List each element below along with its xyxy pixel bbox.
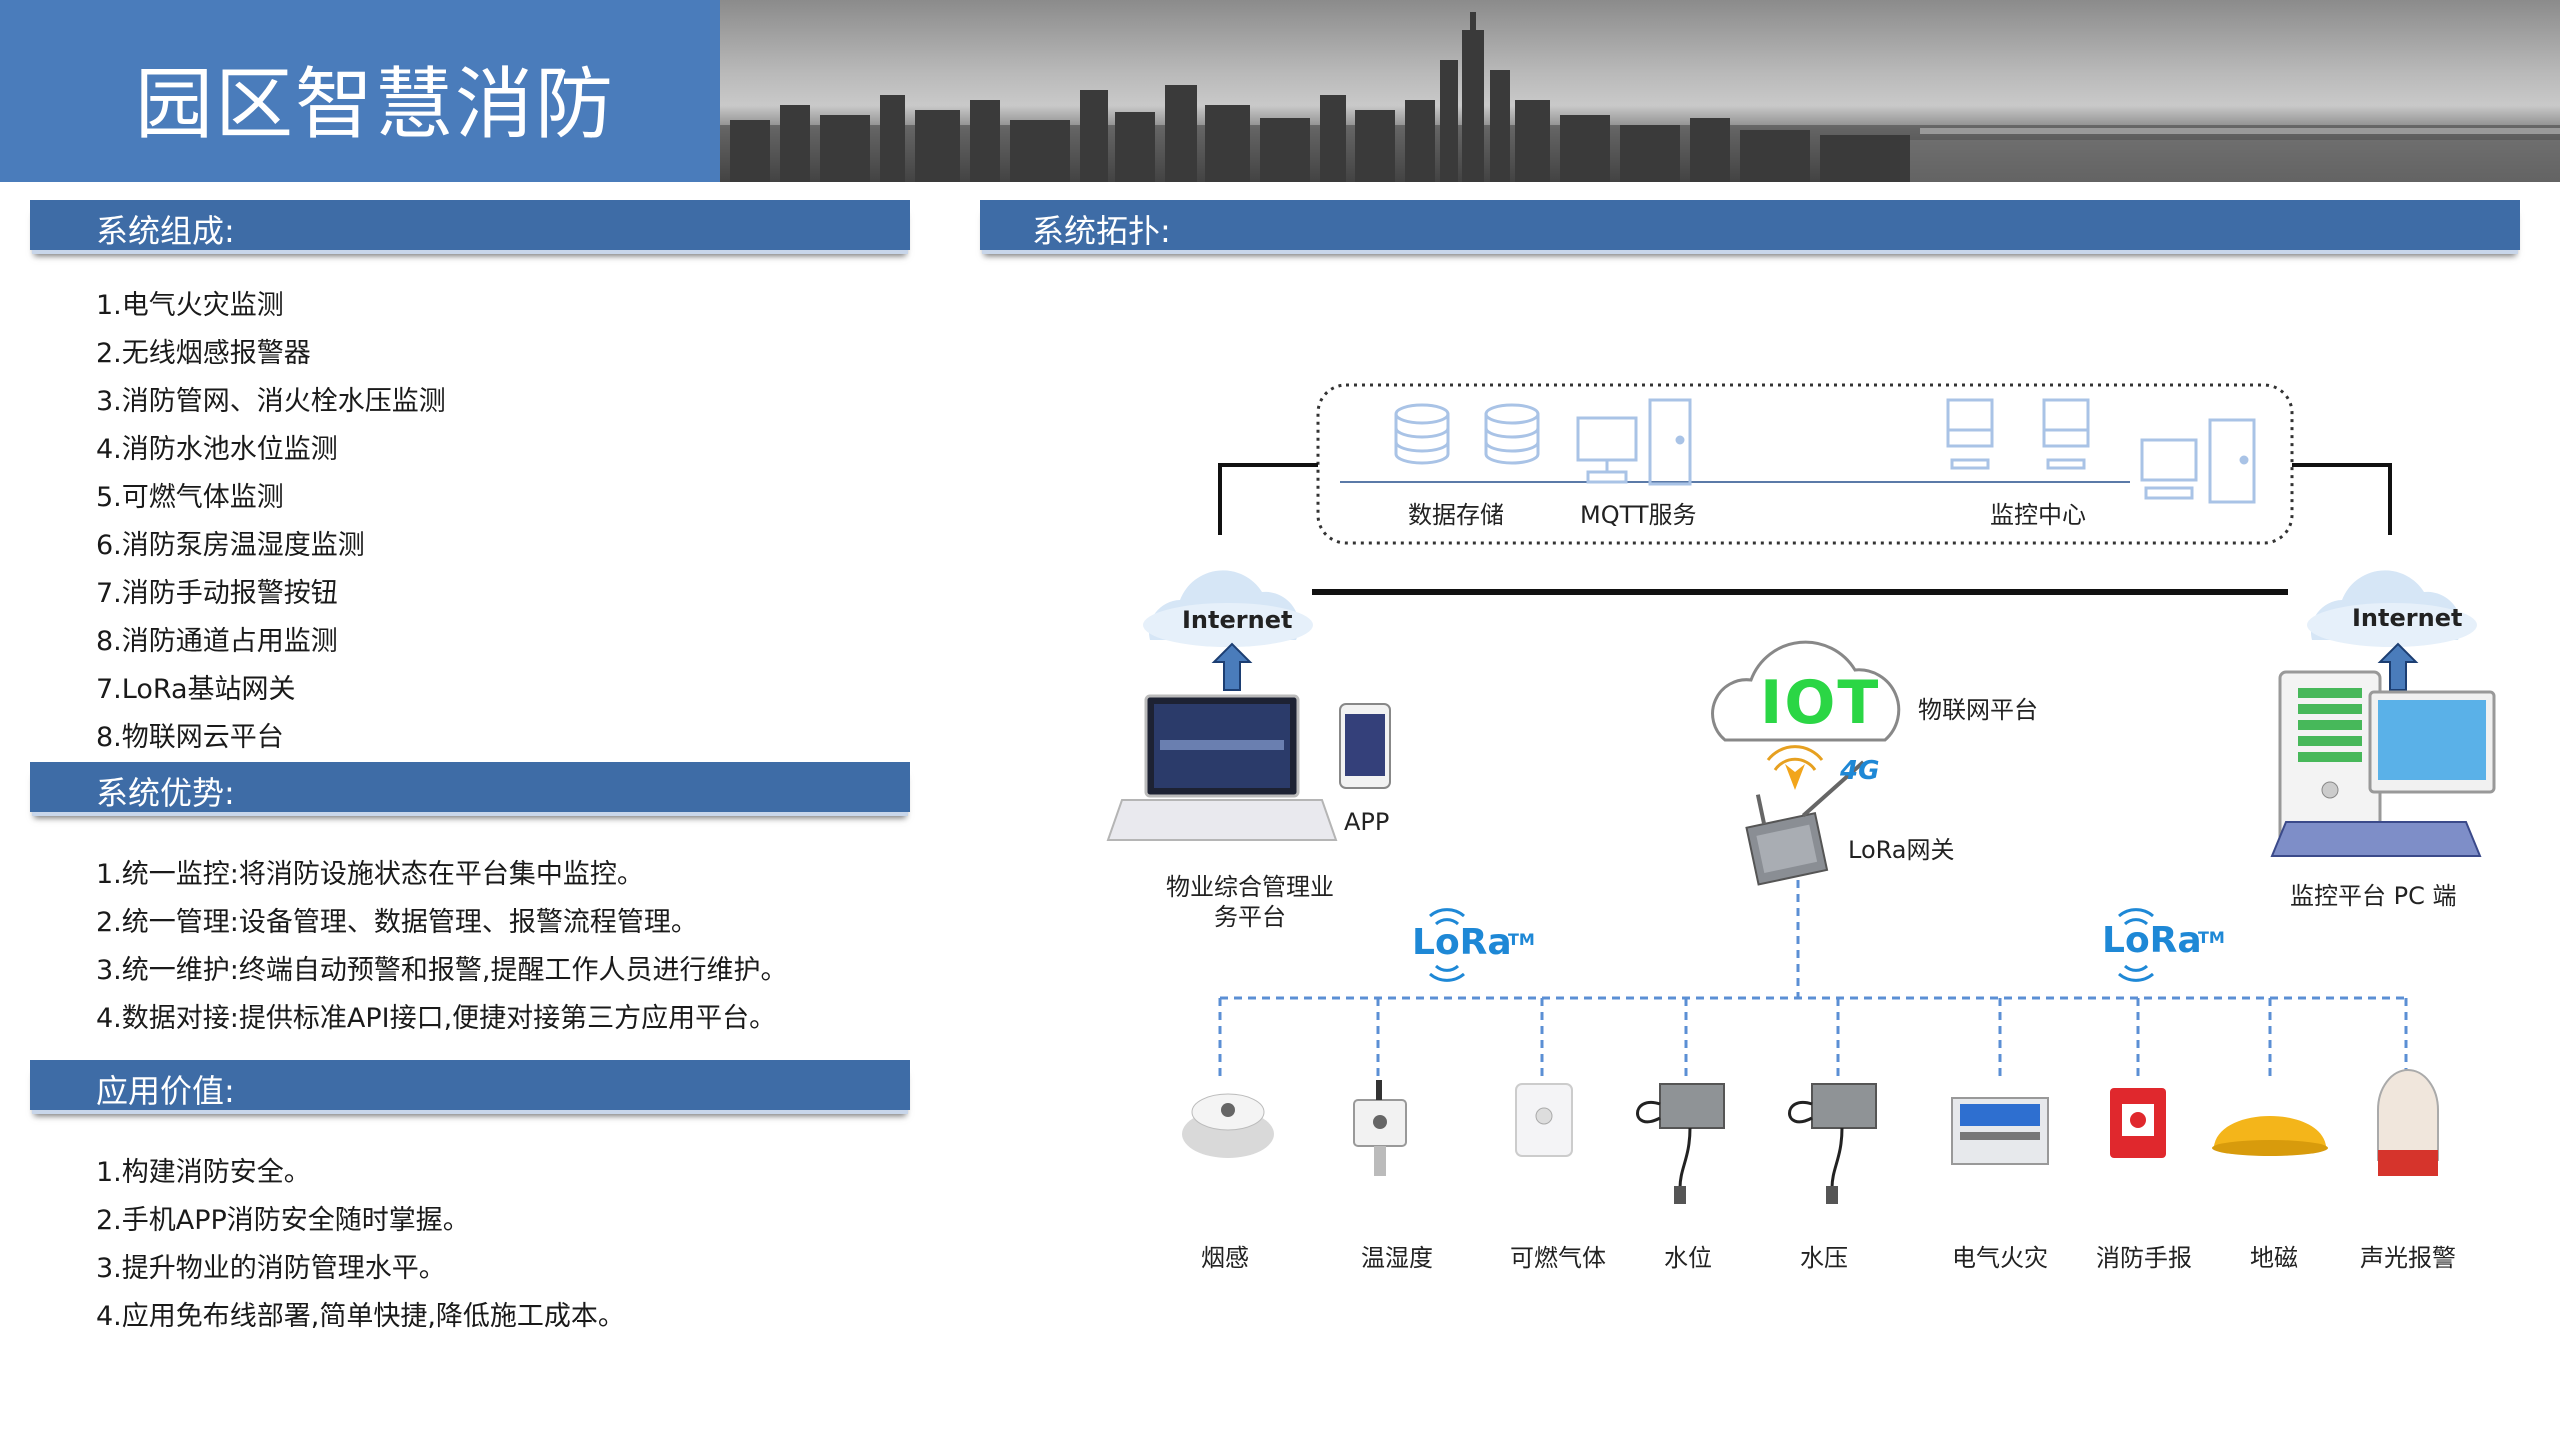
composition-item: 5.可燃气体监测	[96, 482, 284, 513]
title-block	[0, 0, 720, 182]
skyline-image	[720, 12, 2560, 182]
device-label: 烟感	[1201, 1244, 1249, 1272]
laptop-icon	[1106, 694, 1338, 841]
cloud-icon	[1143, 570, 1313, 647]
section-heading-value: 应用价值:	[96, 1072, 235, 1110]
section-bar-value: 应用价值:	[30, 1060, 910, 1110]
device-label: 水位	[1664, 1244, 1712, 1272]
water-level-sensor-icon	[1636, 1083, 1725, 1204]
cloud-service-label: 数据存储	[1408, 501, 1504, 529]
section-bar-topology: 系统拓扑:	[980, 200, 2520, 250]
device-label: 消防手报	[2096, 1244, 2192, 1272]
section-heading-composition: 系统组成:	[96, 212, 235, 250]
upload-arrow-icon	[2377, 642, 2419, 691]
sound-light-alarm-icon	[2377, 1069, 2439, 1176]
composition-item: 6.消防泵房温湿度监测	[96, 530, 365, 561]
device-label: 水压	[1800, 1244, 1848, 1272]
device-label: 温湿度	[1361, 1244, 1433, 1272]
device-label: 地磁	[2250, 1244, 2298, 1272]
value-item: 4.应用免布线部署,简单快捷,降低施工成本。	[96, 1301, 625, 1332]
device-label: 可燃气体	[1510, 1244, 1606, 1272]
electrical-fire-monitor-icon	[1951, 1097, 2049, 1165]
iot-cloud-icon	[1711, 640, 1901, 742]
advantage-item: 2.统一管理:设备管理、数据管理、报警流程管理。	[96, 907, 698, 938]
city-skyline-banner	[720, 0, 2560, 182]
monitor-server-icon	[1946, 398, 2256, 504]
composition-item: 4.消防水池水位监测	[96, 434, 338, 465]
lora-logo-left: LoRa	[1412, 922, 1512, 963]
smoke-detector-icon	[1182, 1093, 1274, 1158]
value-item: 1.构建消防安全。	[96, 1157, 311, 1188]
lora-gateway-icon	[1745, 760, 1865, 886]
advantage-item: 1.统一监控:将消防设施状态在平台集中监控。	[96, 859, 644, 890]
composition-item: 3.消防管网、消火栓水压监测	[96, 386, 446, 417]
right-connector	[2292, 463, 2392, 535]
composition-item: 8.消防通道占用监测	[96, 626, 338, 657]
composition-item: 1.电气火灾监测	[96, 290, 284, 321]
monitor-pc-label: 监控平台 PC 端	[2290, 882, 2457, 910]
section-bar-composition: 系统组成:	[30, 200, 910, 250]
app-label: APP	[1344, 808, 1390, 836]
antenna-icon	[1766, 745, 1824, 790]
gas-detector-icon	[1515, 1083, 1573, 1157]
mqtt-server-icon	[1576, 398, 1692, 486]
gateway-label: LoRa网关	[1848, 836, 1955, 864]
lora-wave-icon	[2118, 908, 2154, 982]
lora-bus	[1218, 880, 2408, 1080]
cloud-icon	[2307, 570, 2477, 647]
4g-label: 4G	[1840, 756, 1880, 786]
database-icon	[1484, 403, 1540, 465]
composition-item: 2.无线烟感报警器	[96, 338, 311, 369]
geomagnetic-sensor-icon	[2212, 1116, 2328, 1156]
workstation-icon	[2270, 670, 2496, 857]
temperature-humidity-sensor-icon	[1353, 1080, 1407, 1176]
advantage-item: 3.统一维护:终端自动预警和报警,提醒工作人员进行维护。	[96, 955, 788, 986]
internet-label-right: Internet	[2352, 604, 2463, 632]
manual-alarm-button-icon	[2110, 1088, 2166, 1158]
property-platform-label: 物业综合管理业务平台	[1166, 873, 1334, 931]
iot-platform-label: 物联网平台	[1918, 696, 2038, 724]
device-label: 声光报警	[2360, 1244, 2456, 1272]
cloud-service-label: 监控中心	[1990, 501, 2086, 529]
phone-icon	[1339, 703, 1391, 789]
left-connector	[1218, 463, 1318, 535]
water-pressure-sensor-icon	[1788, 1083, 1877, 1204]
lora-wave-icon	[1429, 908, 1465, 982]
lora-logo-right: LoRa	[2102, 920, 2202, 961]
database-icon	[1394, 403, 1450, 465]
advantage-item: 4.数据对接:提供标准API接口,便捷对接第三方应用平台。	[96, 1003, 777, 1034]
value-item: 3.提升物业的消防管理水平。	[96, 1253, 446, 1284]
value-item: 2.手机APP消防安全随时掌握。	[96, 1205, 470, 1236]
page-title: 园区智慧消防	[135, 60, 616, 150]
section-heading-topology: 系统拓扑:	[1032, 212, 1171, 250]
section-heading-advantages: 系统优势:	[96, 774, 235, 812]
composition-item: 8.物联网云平台	[96, 722, 284, 753]
upload-arrow-icon	[1211, 642, 1253, 691]
composition-item: 7.LoRa基站网关	[96, 674, 296, 705]
composition-item: 7.消防手动报警按钮	[96, 578, 338, 609]
iot-logo-text: IOT	[1760, 668, 1881, 738]
internet-label-left: Internet	[1182, 606, 1293, 634]
lora-tm-left: TM	[1508, 930, 1535, 949]
cloud-service-label: MQTT服务	[1580, 501, 1697, 529]
device-label: 电气火灾	[1952, 1244, 2048, 1272]
lora-tm-right: TM	[2198, 928, 2225, 947]
section-bar-advantages: 系统优势:	[30, 762, 910, 812]
